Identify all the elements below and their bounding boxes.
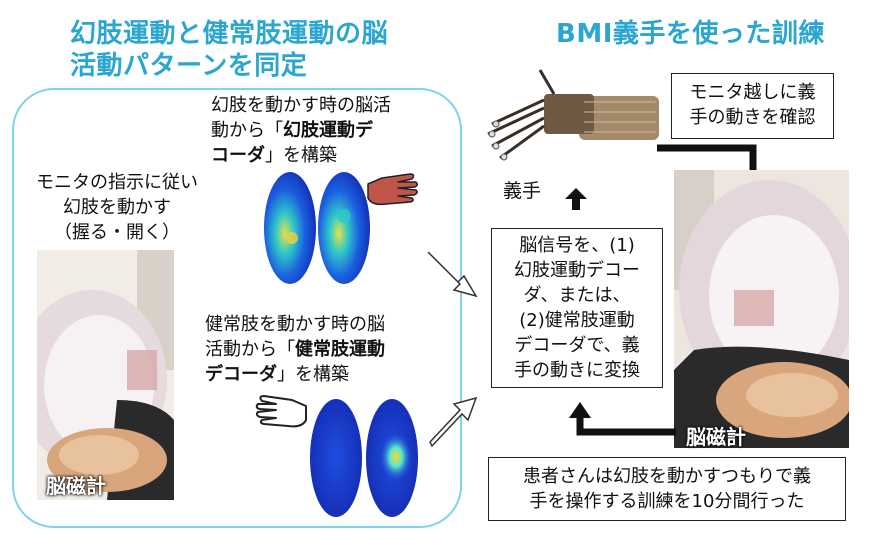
bottom-note: 患者さんは幻肢を動かすつもりで義 手を操作する訓練を10分間行った bbox=[488, 457, 846, 521]
prosthesis-label: 義手 bbox=[503, 180, 542, 202]
brain-map-phantom bbox=[264, 172, 370, 284]
decoder-box: 脳信号を、(1) 幻肢運動デコー ダ、または、 (2)健常肢運動 デコーダで、義… bbox=[491, 228, 663, 388]
decoder-construction-panel bbox=[12, 88, 462, 528]
instruction-text: モニタの指示に従い 幻肢を動かす （握る・開く） bbox=[36, 172, 198, 243]
meg-label-right: 脳磁計 bbox=[686, 425, 746, 449]
right-title: BMI義手を使った訓練 bbox=[556, 19, 825, 49]
return-arrow-connector bbox=[569, 402, 676, 436]
lower-hollow-arrow bbox=[429, 396, 478, 448]
monitor-note: モニタ越しに義 手の動きを確認 bbox=[671, 73, 834, 139]
left-title: 幻肢運動と健常肢運動の脳 活動パターンを同定 bbox=[70, 19, 389, 81]
meg-label-left: 脳磁計 bbox=[46, 474, 106, 498]
phantom-decoder-text: 幻肢を動かす時の脳活 動から「幻肢運動デ コーダ」を構築 bbox=[211, 95, 391, 166]
flow-arrows bbox=[427, 251, 478, 448]
robot-hand-image bbox=[487, 69, 659, 161]
hand-outline-icon bbox=[255, 395, 307, 428]
hand-red-icon bbox=[367, 173, 419, 206]
up-arrow-icon bbox=[565, 188, 587, 210]
meg-photo-left bbox=[37, 250, 174, 500]
brain-map-healthy bbox=[310, 399, 418, 517]
upper-hollow-arrow bbox=[427, 251, 478, 298]
meg-photo-right bbox=[674, 170, 849, 448]
meg-scene-right bbox=[674, 170, 849, 448]
meg-scene-left bbox=[37, 250, 174, 500]
healthy-decoder-text: 健常肢を動かす時の脳 活動から「健常肢運動 デコーダ」を構築 bbox=[205, 314, 385, 385]
